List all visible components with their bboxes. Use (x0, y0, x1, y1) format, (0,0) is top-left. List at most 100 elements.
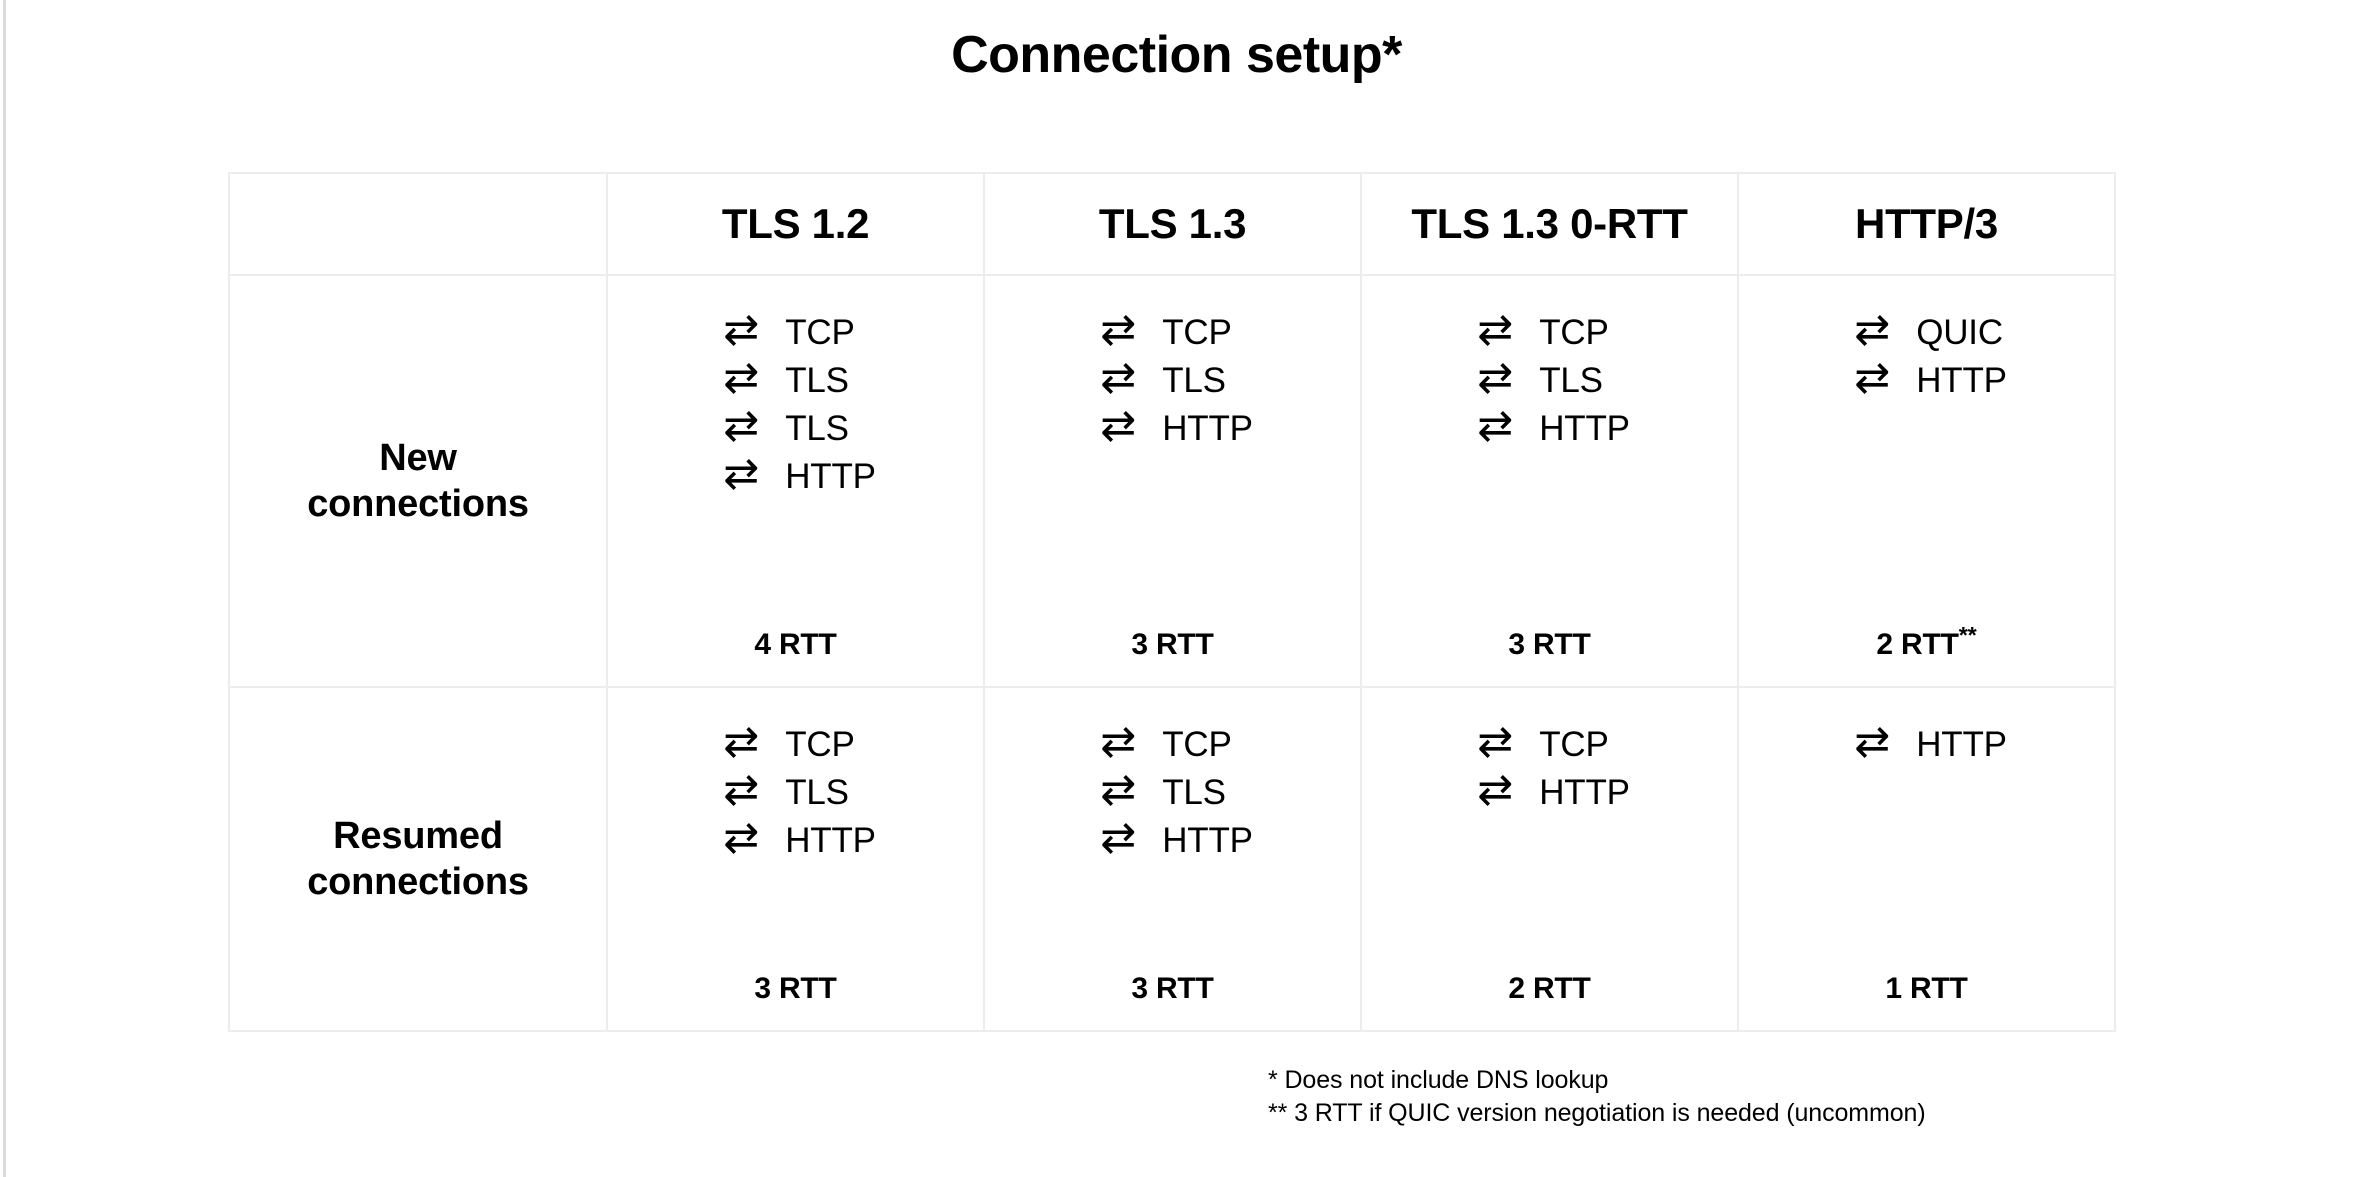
step-label: QUIC (1916, 312, 2003, 352)
step-label: TLS (1162, 772, 1226, 812)
step-list: ⇄ TCP ⇄ TLS ⇄ HTTP (1469, 308, 1630, 452)
column-header-tls13: TLS 1.3 (983, 172, 1362, 276)
bidirectional-arrow-icon: ⇄ (723, 400, 760, 451)
step-item: ⇄ HTTP (1469, 768, 1630, 816)
rtt-value: 2 RTT (1508, 972, 1591, 1005)
row-header-line-2: connections (307, 483, 529, 525)
bidirectional-arrow-icon: ⇄ (1477, 716, 1514, 767)
bidirectional-arrow-icon: ⇄ (1854, 304, 1891, 355)
column-header-tls12: TLS 1.2 (606, 172, 985, 276)
bidirectional-arrow-icon: ⇄ (1100, 764, 1137, 815)
cell-new-tls12: ⇄ TCP ⇄ TLS ⇄ TLS ⇄ HTTP (606, 274, 985, 688)
row-header-line-1: Resumed (333, 814, 503, 857)
bidirectional-arrow-icon: ⇄ (1477, 304, 1514, 355)
footnote-quic-version-negotiation: ** 3 RTT if QUIC version negotiation is … (1268, 1099, 1926, 1127)
bidirectional-arrow-icon: ⇄ (1854, 716, 1891, 767)
step-item: ⇄ TLS (1092, 768, 1226, 816)
rtt-footnote-marker: ** (1958, 622, 1977, 648)
step-label: HTTP (1539, 772, 1630, 812)
connection-setup-table: TLS 1.2 TLS 1.3 TLS 1.3 0-RTT HTTP/3 New… (228, 172, 2116, 1032)
step-list: ⇄ TCP ⇄ HTTP (1469, 720, 1630, 816)
cell-resumed-tls13: ⇄ TCP ⇄ TLS ⇄ HTTP 3 RTT (983, 686, 1362, 1032)
step-label: HTTP (785, 820, 876, 860)
step-list: ⇄ TCP ⇄ TLS ⇄ HTTP (1092, 308, 1253, 452)
step-label: HTTP (1916, 360, 2007, 400)
cell-new-tls13: ⇄ TCP ⇄ TLS ⇄ HTTP 3 RTT (983, 274, 1362, 688)
bidirectional-arrow-icon: ⇄ (1100, 352, 1137, 403)
bidirectional-arrow-icon: ⇄ (723, 716, 760, 767)
table-row-new-connections: New connections ⇄ TCP ⇄ TLS (228, 274, 2116, 688)
cell-resumed-http3: ⇄ HTTP 1 RTT (1737, 686, 2116, 1032)
bidirectional-arrow-icon: ⇄ (1100, 304, 1137, 355)
step-label: TCP (785, 724, 855, 764)
step-list: ⇄ HTTP (1846, 720, 2007, 768)
rtt-value: 3 RTT (1131, 972, 1214, 1005)
bidirectional-arrow-icon: ⇄ (723, 352, 760, 403)
step-label: TCP (785, 312, 855, 352)
step-item: ⇄ TLS (715, 404, 849, 452)
step-item: ⇄ QUIC (1846, 308, 2003, 356)
row-header-line-2: connections (307, 861, 529, 903)
rtt-value: 3 RTT (1131, 628, 1214, 661)
column-header-http3: HTTP/3 (1737, 172, 2116, 276)
step-item: ⇄ TLS (1469, 356, 1603, 404)
bidirectional-arrow-icon: ⇄ (1100, 812, 1137, 863)
step-item: ⇄ TCP (715, 716, 855, 768)
page-title: Connection setup* (951, 26, 1402, 84)
bidirectional-arrow-icon: ⇄ (723, 812, 760, 863)
bidirectional-arrow-icon: ⇄ (1477, 764, 1514, 815)
bidirectional-arrow-icon: ⇄ (723, 764, 760, 815)
cell-resumed-tls12: ⇄ TCP ⇄ TLS ⇄ HTTP 3 RTT (606, 686, 985, 1032)
step-list: ⇄ TCP ⇄ TLS ⇄ HTTP (715, 720, 876, 864)
row-header-new-connections: New connections (228, 274, 608, 688)
step-item: ⇄ HTTP (1846, 356, 2007, 404)
step-item: ⇄ HTTP (1092, 816, 1253, 864)
bidirectional-arrow-icon: ⇄ (1854, 352, 1891, 403)
column-header-tls13-0rtt: TLS 1.3 0-RTT (1360, 172, 1739, 276)
step-label: TLS (1162, 360, 1226, 400)
step-label: HTTP (1539, 408, 1630, 448)
step-label: HTTP (1916, 724, 2007, 764)
table-header-row: TLS 1.2 TLS 1.3 TLS 1.3 0-RTT HTTP/3 (228, 172, 2116, 276)
step-item: ⇄ HTTP (1846, 720, 2007, 768)
step-label: TLS (1539, 360, 1603, 400)
step-label: HTTP (785, 456, 876, 496)
step-list: ⇄ TCP ⇄ TLS ⇄ TLS ⇄ HTTP (715, 308, 876, 500)
step-label: TCP (1539, 724, 1609, 764)
cell-new-http3: ⇄ QUIC ⇄ HTTP 2 RTT** (1737, 274, 2116, 688)
step-item: ⇄ TCP (1092, 304, 1232, 356)
page-edge-rule (3, 0, 6, 1177)
cell-resumed-tls13-0rtt: ⇄ TCP ⇄ HTTP 2 RTT (1360, 686, 1739, 1032)
step-label: TCP (1162, 724, 1232, 764)
step-item: ⇄ TCP (1092, 716, 1232, 768)
bidirectional-arrow-icon: ⇄ (1477, 400, 1514, 451)
bidirectional-arrow-icon: ⇄ (1100, 716, 1137, 767)
step-label: TLS (785, 360, 849, 400)
step-item: ⇄ HTTP (1092, 404, 1253, 452)
bidirectional-arrow-icon: ⇄ (1100, 400, 1137, 451)
cell-new-tls13-0rtt: ⇄ TCP ⇄ TLS ⇄ HTTP 3 RTT (1360, 274, 1739, 688)
step-label: TLS (785, 408, 849, 448)
footnote-dns-lookup: * Does not include DNS lookup (1268, 1066, 1609, 1094)
rtt-total: 1 RTT (1739, 972, 2114, 1006)
step-label: TLS (785, 772, 849, 812)
row-header-resumed-connections: Resumed connections (228, 686, 608, 1032)
step-item: ⇄ HTTP (715, 816, 876, 864)
step-label: TCP (1162, 312, 1232, 352)
table-corner-cell (228, 172, 608, 276)
footnotes: * Does not include DNS lookup ** 3 RTT i… (1268, 1064, 1926, 1130)
rtt-total: 3 RTT (608, 972, 983, 1006)
rtt-total: 4 RTT (608, 628, 983, 662)
step-list: ⇄ QUIC ⇄ HTTP (1846, 308, 2007, 404)
rtt-value: 4 RTT (754, 628, 837, 661)
bidirectional-arrow-icon: ⇄ (723, 304, 760, 355)
rtt-value: 3 RTT (1508, 628, 1591, 661)
step-list: ⇄ TCP ⇄ TLS ⇄ HTTP (1092, 720, 1253, 864)
bidirectional-arrow-icon: ⇄ (1477, 352, 1514, 403)
rtt-value: 3 RTT (754, 972, 837, 1005)
step-label: HTTP (1162, 408, 1253, 448)
rtt-value: 2 RTT (1876, 628, 1959, 661)
rtt-total: 2 RTT** (1739, 623, 2114, 662)
rtt-total: 3 RTT (1362, 628, 1737, 662)
rtt-total: 3 RTT (985, 628, 1360, 662)
